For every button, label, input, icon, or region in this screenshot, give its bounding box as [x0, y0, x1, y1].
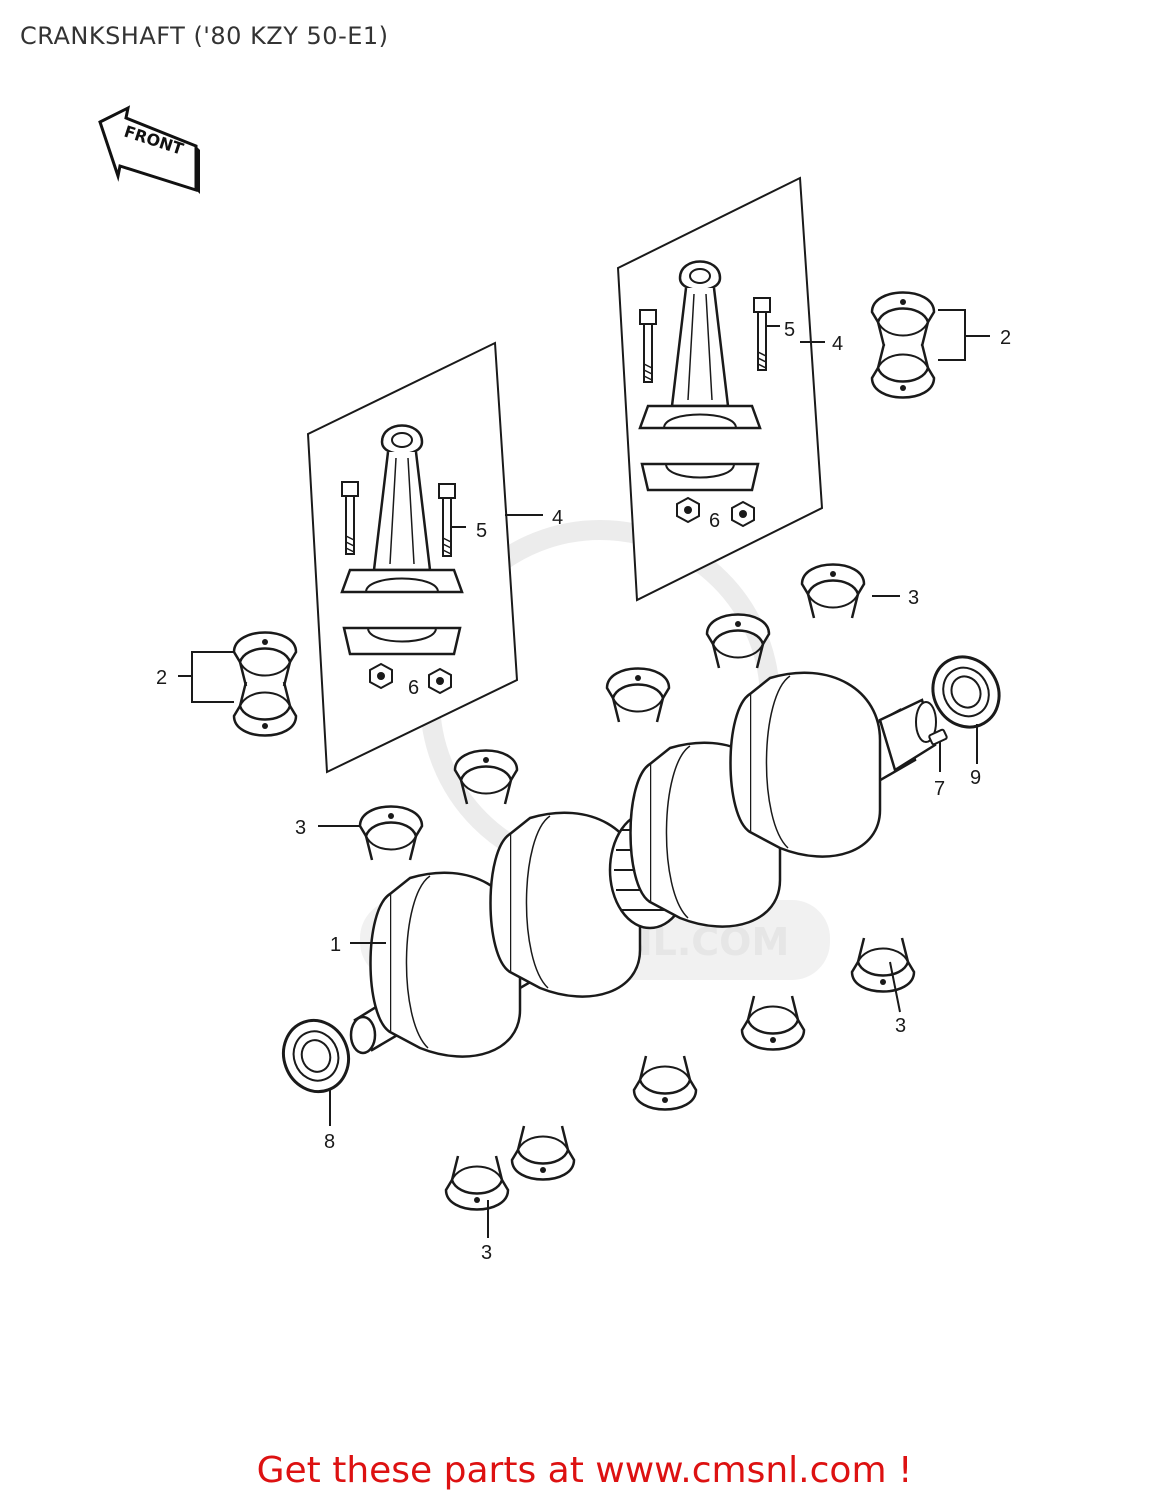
- callout-8: 8: [324, 1131, 335, 1153]
- callout-3-upper-left: 3: [295, 817, 306, 839]
- crankshaft: [349, 671, 937, 1058]
- callout-3-lower-bottom: 3: [481, 1242, 492, 1264]
- nut-left-b: [428, 668, 452, 694]
- page-title: CRANKSHAFT ('80 KZY 50-E1): [20, 22, 389, 50]
- callout-2-right: 2: [1000, 327, 1011, 349]
- callout-9: 9: [970, 767, 981, 789]
- bearing-pair-right: [870, 291, 936, 399]
- callout-3-upper-right: 3: [908, 587, 919, 609]
- key-icon: [928, 728, 948, 746]
- cta-link[interactable]: Get these parts at www.cmsnl.com !: [256, 1450, 913, 1491]
- oil-seal-left: [272, 1009, 360, 1103]
- callout-4-right: 4: [832, 333, 843, 355]
- callout-7: 7: [934, 778, 945, 800]
- callout-2-left: 2: [156, 667, 167, 689]
- callout-3-lower-right: 3: [895, 1015, 906, 1037]
- callout-1: 1: [330, 934, 341, 956]
- callout-5-left: 5: [476, 520, 487, 542]
- parts-diagram: WWW.CMSNL.COM FRONT: [98, 105, 1014, 1264]
- callout-6-left: 6: [408, 677, 419, 699]
- nut-right-a: [676, 497, 700, 523]
- nut-right-b: [731, 501, 755, 527]
- callout-6-right: 6: [709, 510, 720, 532]
- callout-5-right: 5: [784, 319, 795, 341]
- leader-lines: [178, 309, 990, 1238]
- callout-4-left: 4: [552, 507, 563, 529]
- front-arrow-icon: FRONT: [98, 105, 200, 194]
- nut-left-a: [369, 663, 393, 689]
- rod-assembly-left: [306, 341, 519, 774]
- bearing-pair-left: [232, 631, 298, 737]
- rod-assembly-right: [616, 176, 824, 602]
